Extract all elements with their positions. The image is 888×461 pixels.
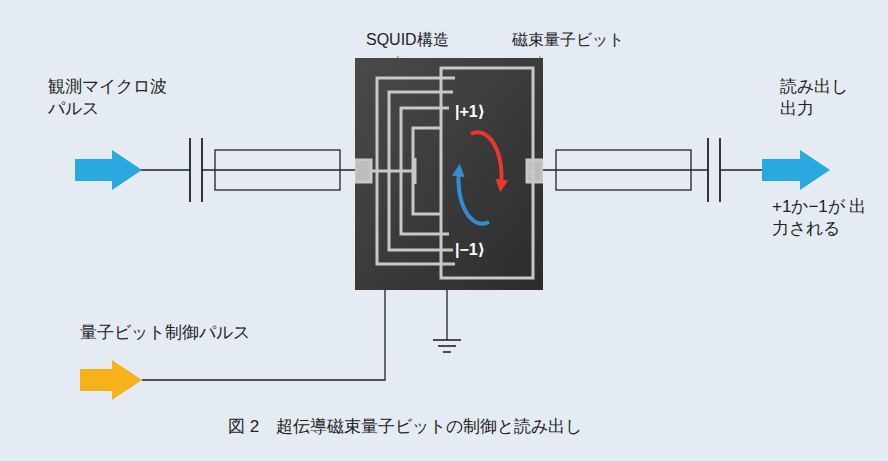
chip-image (355, 58, 543, 290)
signal-label: 量子ビット制御パルス (80, 322, 250, 344)
state-label: |+1⟩ (455, 102, 485, 121)
state-label: |−1⟩ (455, 240, 485, 259)
signal-label: 読み出し 出力 (780, 76, 860, 120)
part-label: SQUID構造 (366, 30, 449, 51)
part-label: 磁束量子ビット (512, 30, 624, 51)
output-note: +1か−1が 出力される (772, 196, 868, 240)
qubit-chip-photo: |+1⟩ |−1⟩ (355, 58, 543, 290)
signal-label: 観測マイクロ波 パルス (48, 76, 174, 120)
figure-caption: 図 2 超伝導磁束量子ビットの制御と読み出し (228, 416, 582, 438)
